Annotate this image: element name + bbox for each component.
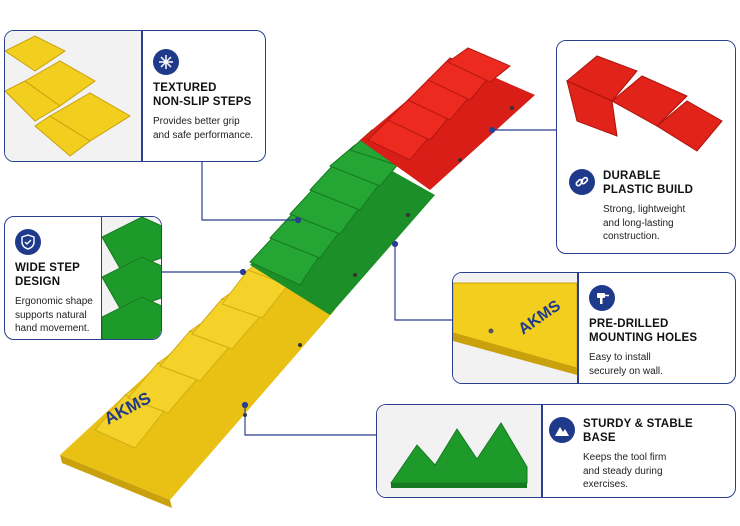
feature-card-wide-step: WIDE STEP DESIGN Ergonomic shape support… [4,216,162,340]
thumbnail-yellow-steps [5,31,141,161]
feature-description: Keeps the tool firm and steady during ex… [583,452,667,490]
thumbnail-green-profile [377,405,541,497]
feature-description: Ergonomic shape supports natural hand mo… [15,296,93,334]
feature-title: TEXTURED NON-SLIP STEPS [153,82,252,108]
link-icon [569,169,595,195]
feature-title: STURDY & STABLE BASE [583,418,693,444]
mountain-icon [549,417,575,443]
feature-description: Easy to install securely on wall. [589,352,663,377]
feature-card-pre-drilled: AKMS PRE-DRILLED MOUNTING HOLES Easy to … [452,272,736,384]
feature-card-textured: TEXTURED NON-SLIP STEPS Provides better … [4,30,266,162]
drill-icon [589,285,615,311]
feature-title: DURABLE PLASTIC BUILD [603,170,694,196]
feature-description: Provides better grip and safe performanc… [153,116,254,141]
thumbnail-mounting-base: AKMS [453,273,577,383]
feature-card-durable: DURABLE PLASTIC BUILD Strong, lightweigh… [556,40,736,254]
snowflake-icon [153,49,179,75]
feature-title: PRE-DRILLED MOUNTING HOLES [589,318,698,344]
yellow-segment: AKMS [60,262,335,508]
feature-description: Strong, lightweight and long-lasting con… [603,204,686,242]
feature-title: WIDE STEP DESIGN [15,262,81,288]
thumbnail-green-steps [102,217,161,339]
feature-card-sturdy: STURDY & STABLE BASE Keeps the tool firm… [376,404,736,498]
shield-icon [15,229,41,255]
red-segment [360,47,535,190]
thumbnail-red-steps [557,41,735,171]
